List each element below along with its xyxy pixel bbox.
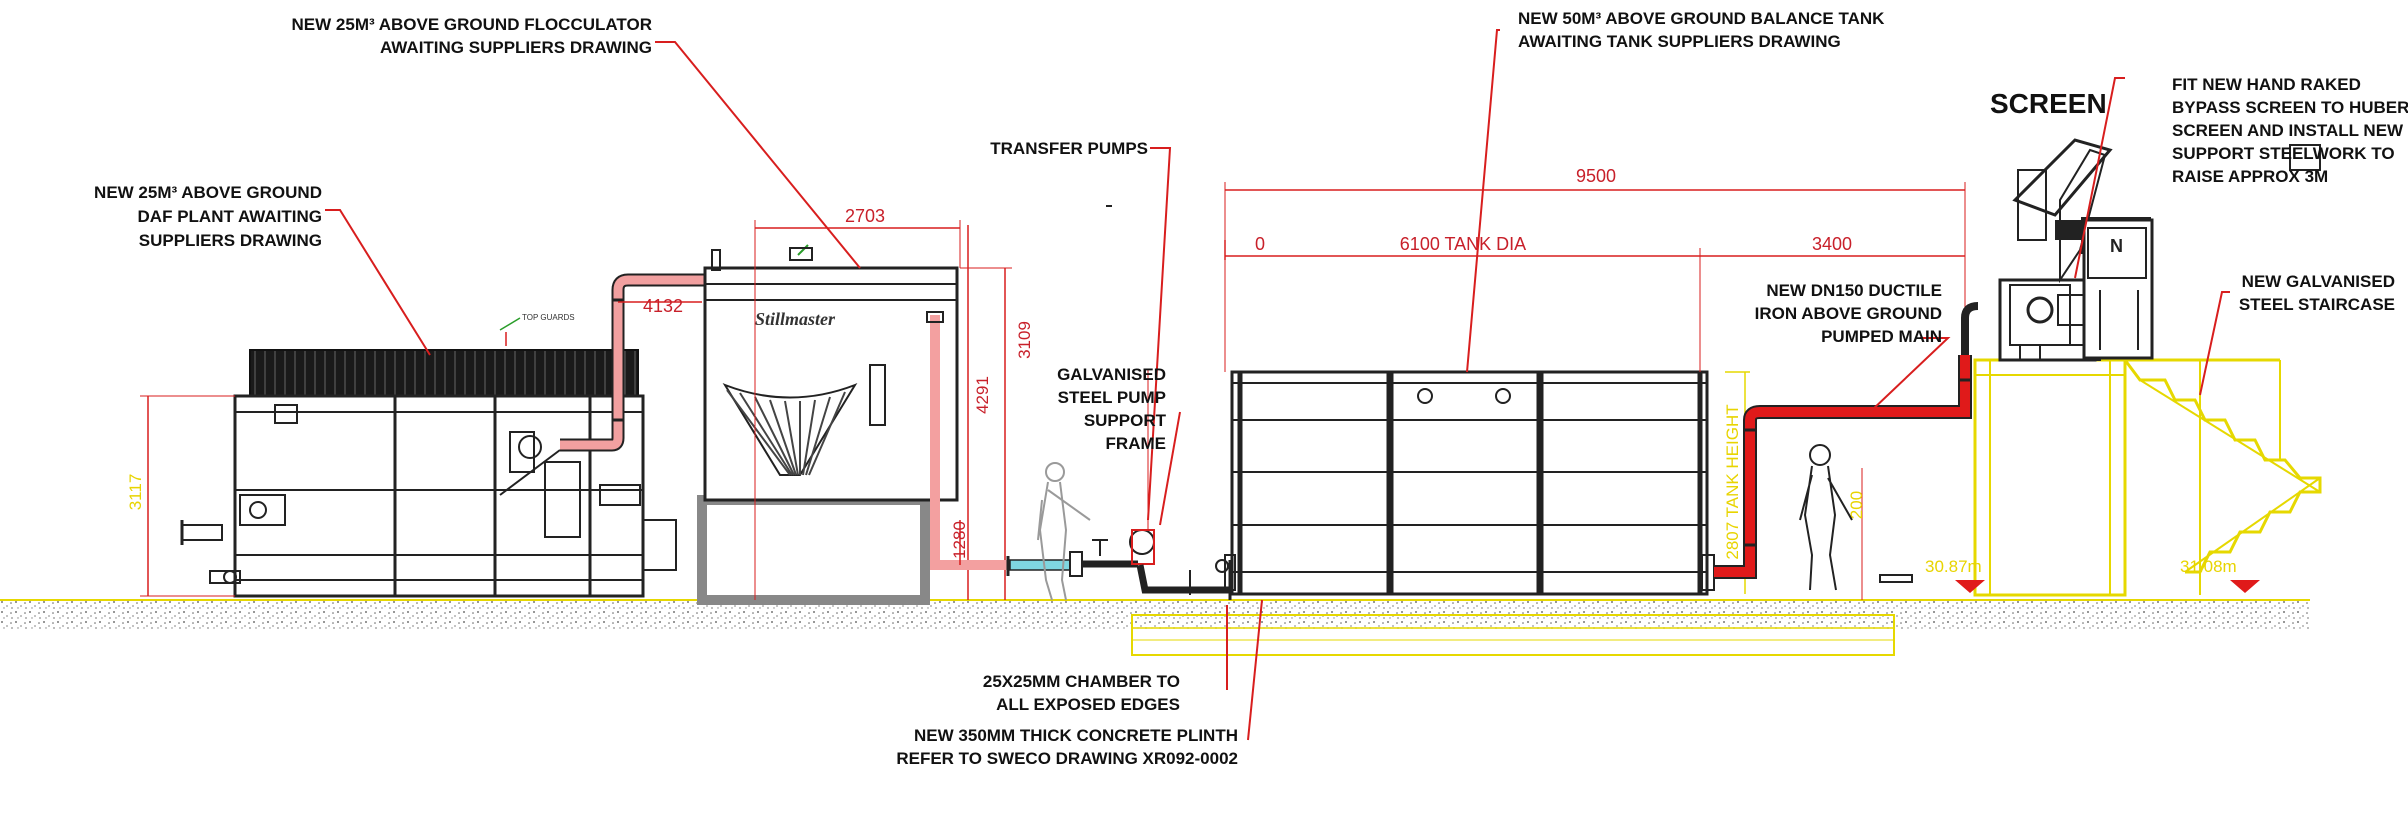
floc-3109-label: 3109 — [1015, 321, 1034, 359]
balance-tank-line-2: AWAITING TANK SUPPLIERS DRAWING — [1518, 32, 1841, 51]
screen-platform — [1973, 358, 2322, 597]
pipe-4132-label: 4132 — [643, 296, 683, 316]
staircase — [2123, 359, 2322, 574]
plinth-line-2: REFER TO SWECO DRAWING XR092-0002 — [896, 749, 1238, 768]
pumped-main-line-1: NEW DN150 DUCTILE — [1766, 281, 1942, 300]
level-marker-icon-2 — [2230, 580, 2260, 593]
daf-plant: 3117 TOP GUARDS — [126, 313, 677, 598]
operator-figure-2 — [1799, 444, 1913, 591]
floc-brand-logo: Stillmaster — [755, 309, 836, 329]
pump-frame-line-4: FRAME — [1106, 434, 1166, 453]
control-cabinet — [2082, 218, 2154, 360]
label-plinth: NEW 350MM THICK CONCRETE PLINTH REFER TO… — [896, 726, 1238, 768]
level-marker-icon — [1955, 580, 1985, 593]
bypass-screen-line-5: RAISE APPROX 3M — [2172, 167, 2328, 186]
label-balance-tank: NEW 50M³ ABOVE GROUND BALANCE TANK AWAIT… — [1518, 9, 1885, 51]
pumped-main-line-3: PUMPED MAIN — [1821, 327, 1942, 346]
bypass-screen-line-1: FIT NEW HAND RAKED — [2172, 75, 2361, 94]
label-staircase: NEW GALVANISED STEEL STAIRCASE — [2239, 272, 2395, 314]
top-guards-tag: TOP GUARDS — [522, 313, 575, 322]
daf-height-label: 3117 — [126, 474, 145, 511]
bypass-screen-line-3: SCREEN AND INSTALL NEW — [2172, 121, 2404, 140]
tank-height-label: 2807 TANK HEIGHT — [1723, 404, 1742, 559]
ground — [0, 599, 2310, 656]
balance-tank-line-1: NEW 50M³ ABOVE GROUND BALANCE TANK — [1518, 9, 1885, 28]
pump-frame-line-3: SUPPORT — [1084, 411, 1167, 430]
flocculator-line-1: NEW 25M³ ABOVE GROUND FLOCCULATOR — [292, 15, 652, 34]
transfer-pump-assembly: 1280 — [926, 311, 1240, 600]
operator-figure-1 — [1037, 462, 1091, 601]
level-markers: 30.87m 31.08m — [1925, 557, 2260, 593]
daf-top-panels — [249, 349, 639, 397]
pump-frame-line-1: GALVANISED — [1057, 365, 1166, 384]
huber-screen-unit: N — [1998, 138, 2321, 362]
daf-body — [233, 394, 645, 598]
overall-9500-label: 9500 — [1576, 166, 1616, 186]
gap-3400-label: 3400 — [1812, 234, 1852, 254]
chamfer-line-2: ALL EXPOSED EDGES — [996, 695, 1180, 714]
zero-label: 0 — [1255, 234, 1265, 254]
screen-level-label: 30.87m — [1925, 557, 1982, 576]
staircase-line-2: STEEL STAIRCASE — [2239, 295, 2395, 314]
tank-dimensions: 9500 0 6100 TANK DIA 3400 2807 TANK HEIG… — [1224, 166, 1966, 594]
label-bypass-screen: FIT NEW HAND RAKED BYPASS SCREEN TO HUBE… — [2172, 75, 2408, 186]
tank-dia-label: 6100 TANK DIA — [1400, 234, 1526, 254]
bypass-screen-line-2: BYPASS SCREEN TO HUBER — [2172, 98, 2408, 117]
pipe-daf-to-flocculator: 4132 — [560, 273, 704, 452]
screen-title: SCREEN — [1990, 88, 2107, 119]
daf-plant-line-1: NEW 25M³ ABOVE GROUND — [94, 183, 322, 202]
svg-text:N: N — [2110, 236, 2123, 256]
tank-body — [1230, 370, 1709, 596]
floc-width-label: 2703 — [845, 206, 885, 226]
daf-plant-line-3: SUPPLIERS DRAWING — [139, 231, 322, 250]
bypass-screen-line-4: SUPPORT STEELWORK TO — [2172, 144, 2395, 163]
staircase-line-1: NEW GALVANISED — [2242, 272, 2395, 291]
floc-body — [703, 266, 959, 502]
chamfer-line-1: 25X25MM CHAMBER TO — [983, 672, 1180, 691]
pumped-main-line-2: IRON ABOVE GROUND — [1755, 304, 1942, 323]
label-pumped-main: NEW DN150 DUCTILE IRON ABOVE GROUND PUMP… — [1755, 281, 1942, 346]
stair-level-label: 31.08m — [2180, 557, 2237, 576]
annotation-leaders — [325, 29, 2230, 741]
flocculator: Stillmaster 2703 3109 4291 — [697, 206, 1034, 605]
concrete-plinth — [1131, 614, 1895, 656]
pipe-1280-label: 1280 — [950, 521, 969, 559]
small-200-label: 200 — [1847, 491, 1866, 519]
label-chamfer: 25X25MM CHAMBER TO ALL EXPOSED EDGES — [983, 672, 1180, 714]
label-flocculator: NEW 25M³ ABOVE GROUND FLOCCULATOR AWAITI… — [292, 15, 652, 57]
flocculator-line-2: AWAITING SUPPLIERS DRAWING — [380, 38, 652, 57]
label-transfer-pumps: TRANSFER PUMPS — [990, 139, 1148, 158]
pump-frame-line-2: STEEL PUMP — [1058, 388, 1166, 407]
floc-stand — [697, 495, 930, 605]
balance-tank — [1224, 370, 1715, 596]
plinth-line-1: NEW 350MM THICK CONCRETE PLINTH — [914, 726, 1238, 745]
pumped-main-pipe: 200 — [1714, 302, 1979, 600]
label-pump-frame: GALVANISED STEEL PUMP SUPPORT FRAME — [1057, 365, 1167, 453]
daf-plant-line-2: DAF PLANT AWAITING — [138, 207, 322, 226]
floc-4291-label: 4291 — [973, 376, 992, 414]
label-daf-plant: NEW 25M³ ABOVE GROUND DAF PLANT AWAITING… — [94, 183, 322, 250]
